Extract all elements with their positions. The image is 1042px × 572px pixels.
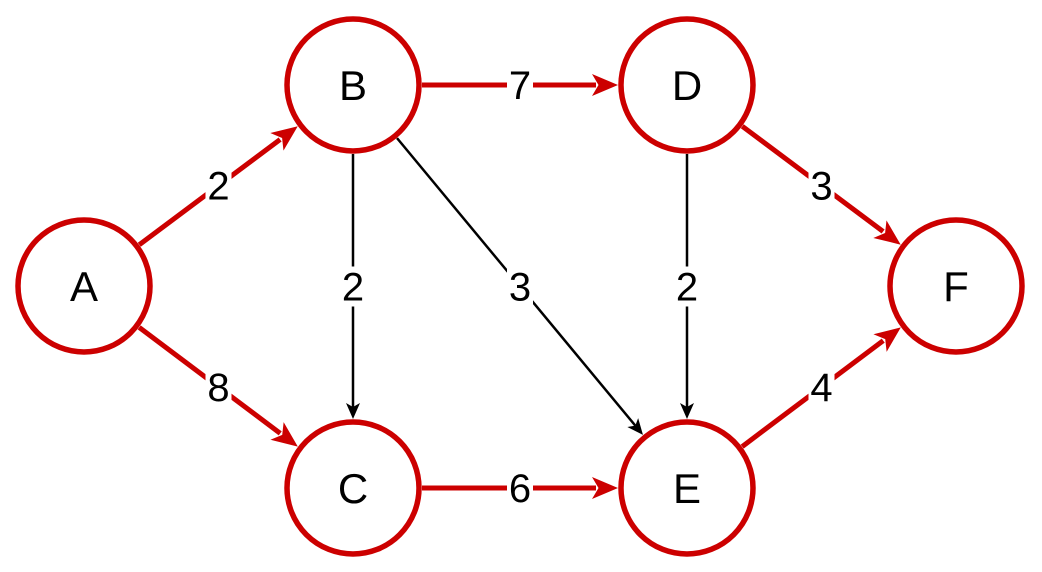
node-F: F [887, 217, 1025, 355]
edge-label-bg [507, 468, 533, 508]
arrowhead-icon [592, 477, 618, 499]
edge-weight-label: 4 [810, 366, 832, 410]
node-label: C [338, 465, 368, 512]
node-E: E [618, 419, 756, 557]
node-circle [887, 217, 1025, 355]
edge-weight-label: 2 [342, 266, 364, 310]
edge-label-bg [205, 367, 232, 407]
arrowhead-icon [680, 403, 694, 419]
node-label: E [673, 465, 701, 512]
edge-weight-label: 2 [207, 165, 229, 209]
arrowhead-icon [270, 126, 298, 151]
edge-label-bg [507, 65, 533, 105]
node-B: B [284, 16, 422, 154]
arrowhead-icon [873, 327, 901, 352]
arrowhead-icon [873, 220, 901, 245]
arrowhead-icon [627, 418, 643, 435]
node-label: D [672, 62, 702, 109]
nodes-layer: A B C D E F [15, 16, 1025, 557]
node-circle [284, 419, 422, 557]
edge-weight-label: 3 [509, 266, 531, 310]
edge-weight-label: 2 [676, 266, 698, 310]
node-D: D [618, 16, 756, 154]
node-label: A [70, 263, 98, 310]
node-circle [618, 419, 756, 557]
edge-weight-label: 3 [810, 165, 832, 209]
node-circle [618, 16, 756, 154]
edge-weight-label: 6 [509, 467, 531, 511]
edge-label-bg [674, 266, 700, 307]
node-label: F [943, 263, 969, 310]
edge-label-bg [205, 165, 232, 206]
node-circle [15, 217, 153, 355]
edge-weight-label: 7 [509, 64, 531, 108]
node-A: A [15, 217, 153, 355]
edge-label-bg [507, 266, 533, 307]
edge-label-bg [340, 266, 366, 307]
edge-label-bg [808, 367, 835, 407]
arrowhead-icon [270, 422, 298, 447]
node-label: B [339, 62, 367, 109]
edge-label-bg [808, 165, 835, 206]
arrowhead-icon [592, 74, 618, 96]
edge-weight-label: 8 [207, 366, 229, 410]
arrowhead-icon [346, 403, 360, 419]
node-C: C [284, 419, 422, 557]
node-circle [284, 16, 422, 154]
edge-labels-layer: 2 8 7 2 3 6 2 3 4 [205, 64, 835, 511]
